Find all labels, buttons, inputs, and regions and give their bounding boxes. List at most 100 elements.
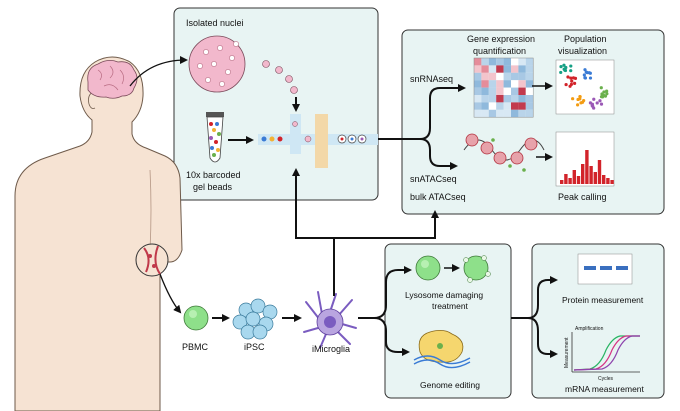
snatacseq-label: snATACseq [410,174,457,184]
heatmap-cell [488,87,497,95]
scatter-point [588,101,593,105]
isolated-nuclei-label: Isolated nuclei [186,18,244,28]
treatment-panel [384,243,512,399]
scatter-point [559,65,563,69]
scatter-point [576,97,580,102]
heatmap-cell [474,87,482,95]
heatmap-cell [525,80,534,88]
scatter-point [602,93,606,97]
scatter-point [571,76,576,80]
gel-beads-label-2: gel beads [193,182,233,192]
heatmap-cell [503,87,511,95]
scatter-point [564,65,568,70]
peak-bar [568,178,572,184]
scatter-point [571,97,575,101]
blood-vessel-inset [135,243,169,277]
gene-expr-label-1: Gene expression [467,34,535,44]
heatmap-cell [518,87,526,95]
heatmap-cell [511,87,519,95]
heatmap-cell [518,65,526,73]
heatmap-cell [503,102,511,110]
heatmap-cell [525,65,534,73]
scatter-point [592,97,596,101]
scatter-point [602,90,606,94]
scatter-point [573,81,577,85]
heatmap-cell [511,80,519,88]
heatmap-cell [511,72,519,81]
heatmap-cell [481,87,489,95]
heatmap-cell [503,72,511,81]
heatmap-border [473,57,534,118]
heatmap-cell [474,95,482,103]
peak-bar [606,178,610,184]
heatmap-cell [503,58,511,66]
branch-genome [373,317,410,356]
heatmap-cell [474,102,482,110]
heatmap-cell [511,58,519,66]
scatter-point [582,73,586,77]
heatmap-cell [488,72,497,81]
nuclei-stream [262,60,298,94]
heatmap-cell [496,72,504,81]
ipsc-cluster [232,298,278,340]
ipsc-label: iPSC [244,342,265,352]
heatmap-cell [518,72,526,81]
heatmap-cell [518,80,526,88]
heatmap-cell [503,95,511,103]
microfluidic-chip [258,114,378,168]
expression-heatmap [473,57,534,118]
heatmap-cell [525,109,534,118]
pbmc-label: PBMC [182,342,209,352]
heatmap-cell [496,80,504,88]
heatmap-cell [518,102,526,110]
scatter-point [576,103,580,107]
vessel-to-pbmc-arrow [159,273,182,314]
lysosome-label-1: Lysosome damaging [405,290,483,300]
gel-bead-tube [206,112,224,163]
heatmap-cell [474,80,482,88]
heatmap-cell [496,109,504,118]
heatmap-cell [503,109,511,118]
scatter-point [569,69,573,73]
heatmap-cell [511,102,519,110]
scatter-point [566,75,570,79]
scatter-point [605,92,609,96]
heatmap-cell [511,95,519,103]
scatter-point [562,63,566,67]
microglia-to-chip-arrow [292,168,335,296]
peak-bar [589,166,593,184]
brain-icon [87,60,138,99]
chip-to-sequencing-branch [378,84,466,140]
peak-bar [572,170,576,184]
scatter-point [599,102,604,106]
genome-editing-icon [413,330,471,369]
gel-beads-label-1: 10x barcoded [186,170,241,180]
scatter-point [570,79,574,83]
branch-mrna [527,317,558,358]
heatmap-cell [481,65,489,73]
peak-bar [597,160,602,184]
heatmap-cell [481,95,489,103]
heatmap-cell [488,58,497,66]
heatmap-cell [488,95,497,103]
scatter-point [595,101,599,105]
heatmap-cell [488,80,497,88]
scatter-point [568,84,572,88]
scatter-point [569,76,573,80]
heatmap-cell [518,109,526,118]
heatmap-cell [525,102,534,110]
heatmap-cell [474,58,482,66]
population-label-2: visualization [558,46,607,56]
heatmap-cell [525,58,534,66]
human-figure [14,56,183,411]
ear [88,91,96,109]
lysosome-label-2: treatment [432,301,469,311]
arm-line [149,169,152,251]
peak-bar [585,150,589,184]
lysosome-cell-before [415,255,441,281]
cycles-axis-label: Cycles [598,376,614,382]
gene-expr-label-2: quantification [473,46,526,56]
heatmap-cell [518,58,526,66]
peak-bar [564,174,568,184]
heatmap-cell [496,58,504,66]
